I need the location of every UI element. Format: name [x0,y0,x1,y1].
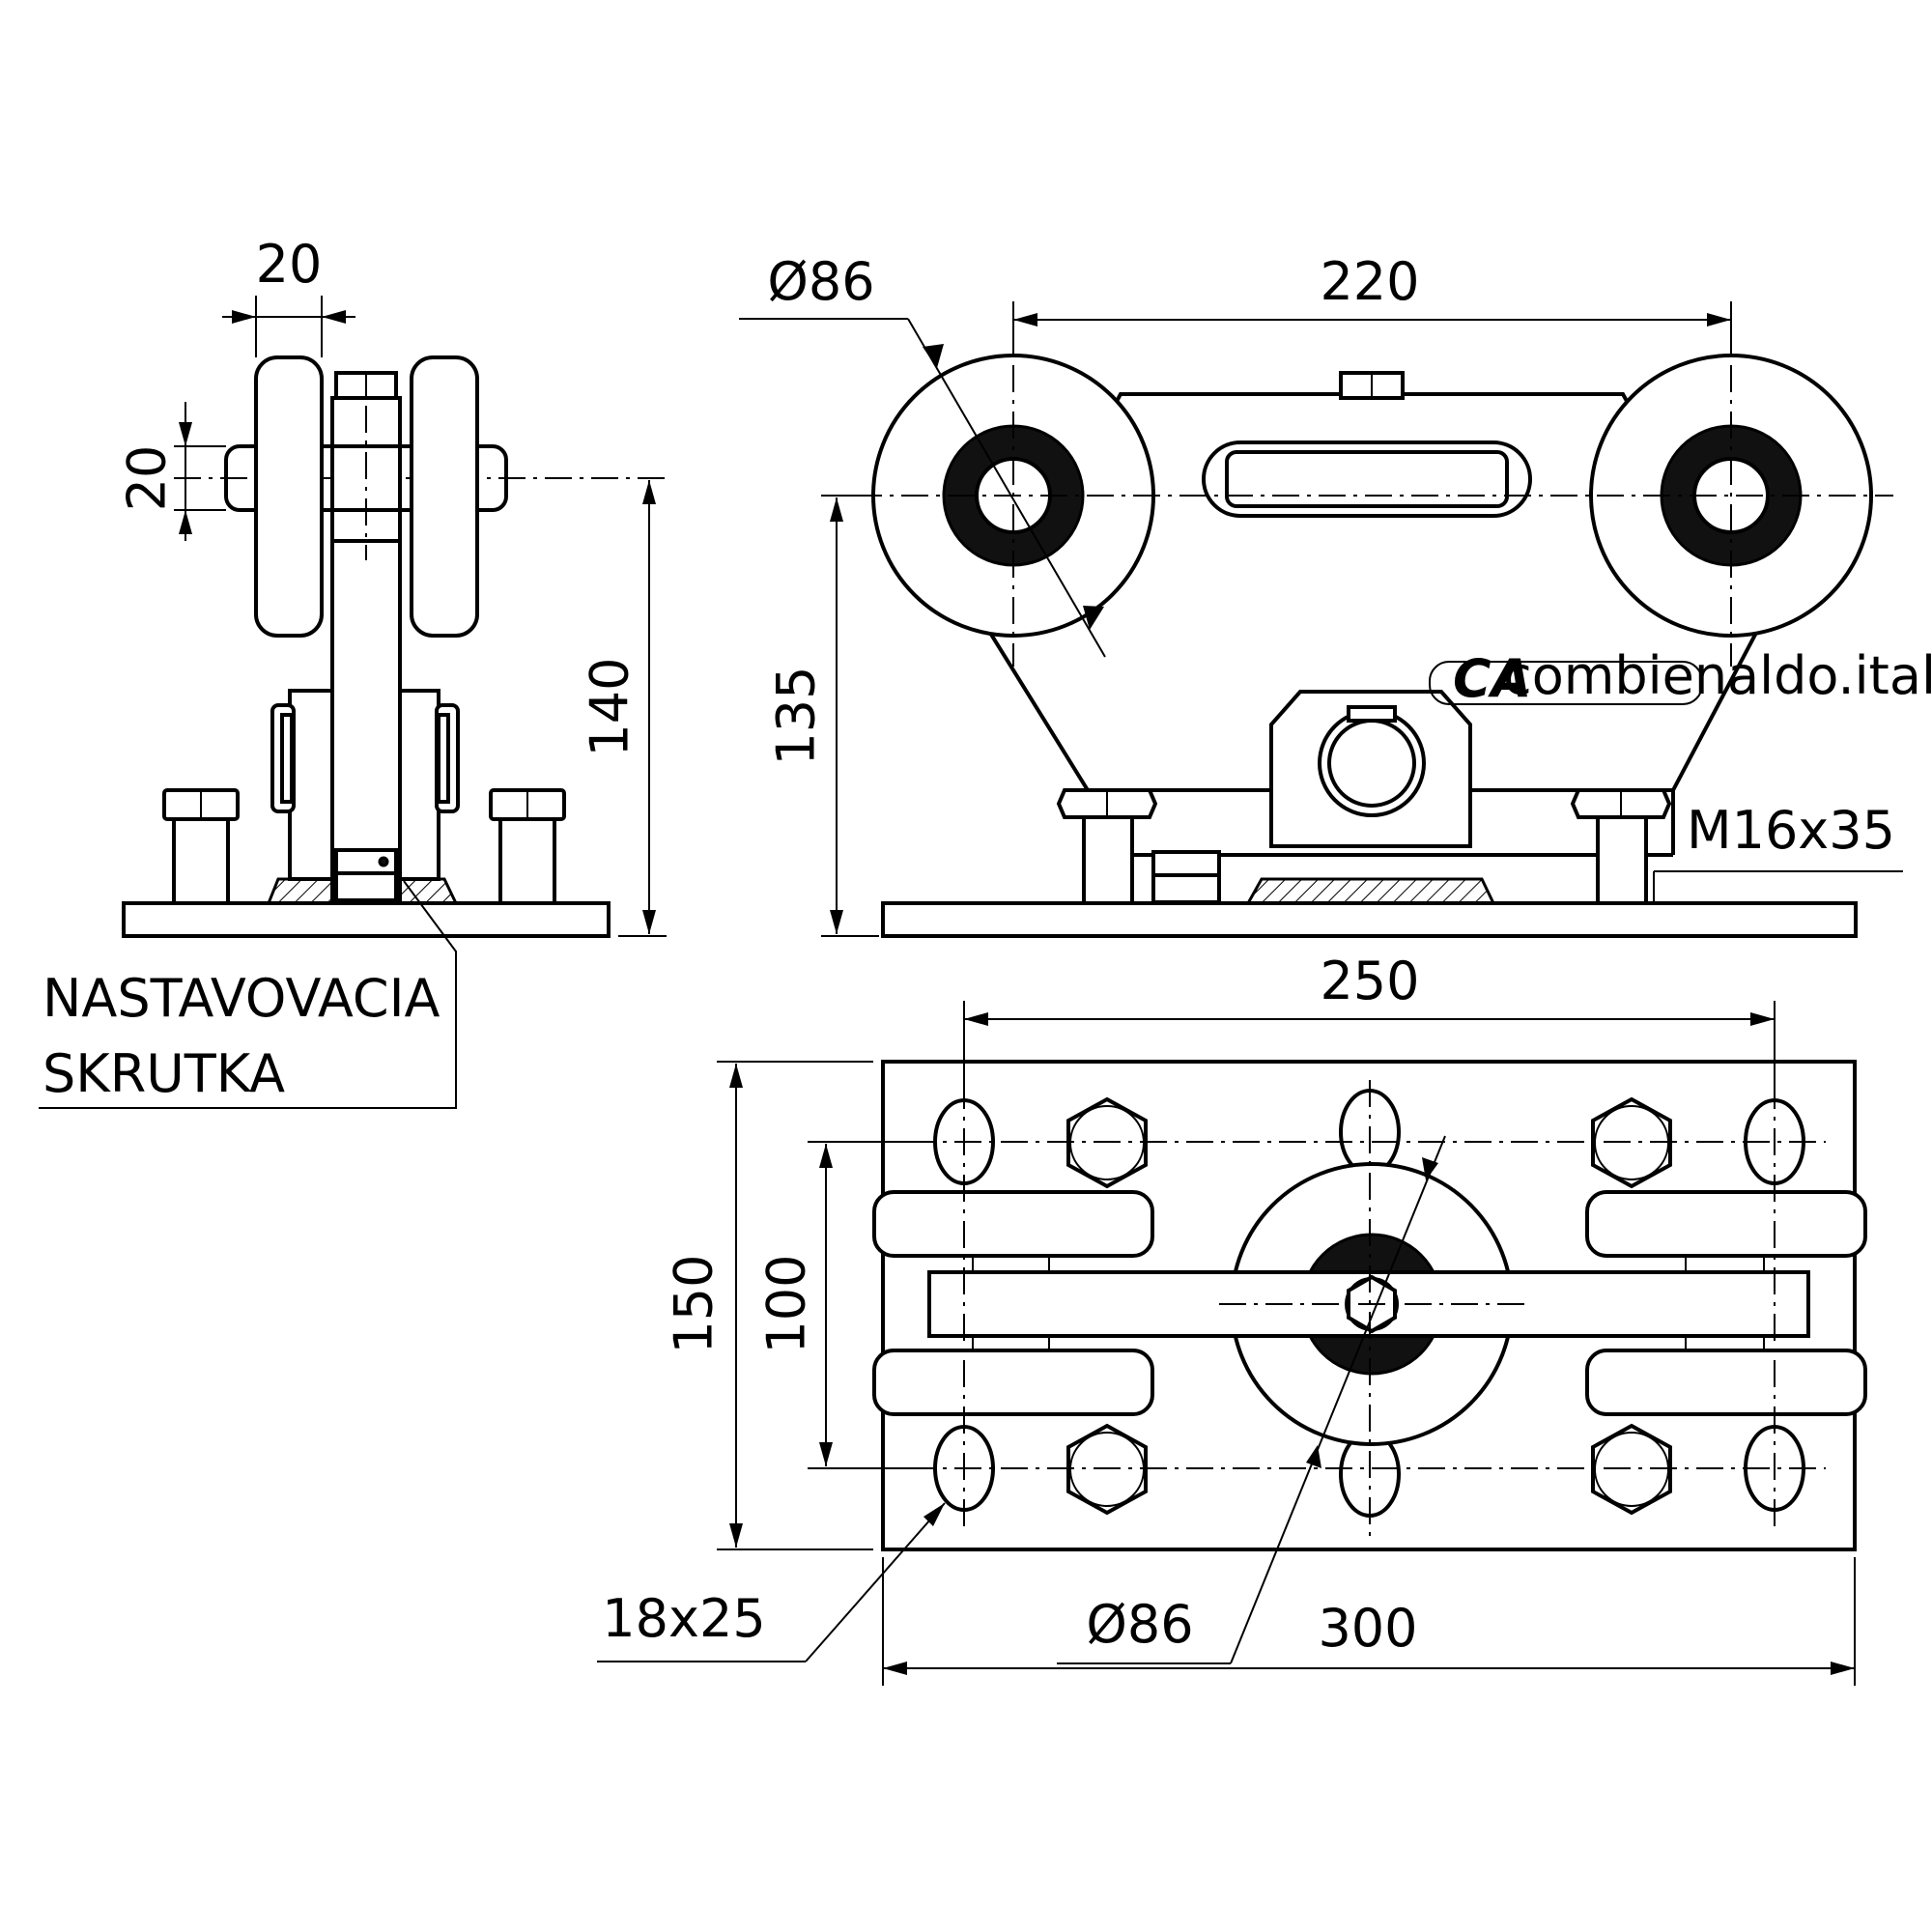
top-dim-plate-width: 150 [664,1254,724,1353]
front-dim-height: 135 [766,666,827,765]
top-bolt-head [1591,1096,1672,1189]
side-dim-axle: 20 [117,445,178,512]
top-wheel [872,1190,1154,1258]
top-wheel [872,1349,1154,1416]
top-dim-wheel-diameter: Ø86 [1086,1594,1193,1655]
front-dim-wheel-diameter: Ø86 [767,251,874,312]
side-dim-wheel-width: 20 [256,234,323,295]
front-dim-bolt: M16x35 [1687,800,1895,861]
front-bolt-right-shank [1596,815,1648,905]
top-dim-slot-rows: 100 [756,1254,817,1353]
side-bolt-left-shank [172,817,230,905]
front-adjust-foot [1245,877,1496,905]
side-wheel-right [410,355,479,638]
logo-text: combienaldo.italy [1503,645,1932,706]
callout-line-1: NASTAVOVACIA [43,968,440,1029]
top-dim-plate-length: 300 [1318,1598,1417,1659]
side-base-plate [122,901,611,938]
top-view: 250 150 100 18x25 Ø86 300 [597,951,1867,1686]
callout-line-2: SKRUTKA [43,1043,285,1104]
side-wheel-left [254,355,324,638]
side-view: 20 20 140 NASTAVOVACIA SKRUTKA [39,234,667,1109]
logo-mark: CA [1453,648,1531,709]
front-base-plate [881,901,1858,938]
front-view: CA combienaldo.italy Ø86 220 135 M16x35 [739,251,1932,938]
top-bolt-head [1591,1423,1672,1516]
front-bolt-left-shank [1082,815,1134,905]
top-wheel [1585,1190,1867,1258]
side-dim-height: 140 [580,657,640,756]
top-dim-slot-spacing: 250 [1320,951,1419,1011]
front-dim-wheel-spacing: 220 [1320,251,1419,312]
maker-logo: CA combienaldo.italy [1429,645,1932,709]
top-wheel [1585,1349,1867,1416]
top-dim-slot: 18x25 [602,1588,765,1649]
side-bolt-right-shank [498,817,556,905]
